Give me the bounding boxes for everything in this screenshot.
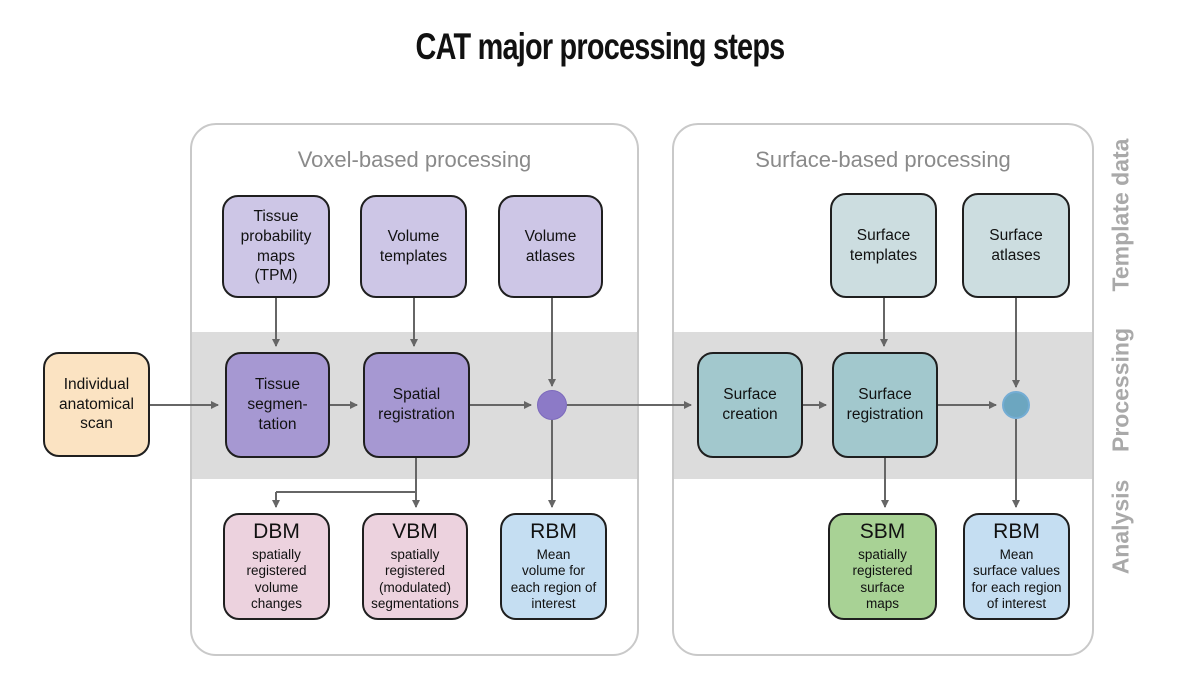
node-tissue-probability-maps: Tissue probability maps (TPM) (222, 195, 330, 298)
dbm-description: spatially registered volume changes (246, 546, 307, 612)
rbm-volume-description: Mean volume for each region of interest (510, 546, 597, 612)
node-surface-templates: Surface templates (830, 193, 937, 298)
node-dbm: DBM spatially registered volume changes (223, 513, 330, 620)
node-surface-atlases: Surface atlases (962, 193, 1070, 298)
side-label-template-data: Template data (1107, 138, 1134, 292)
dbm-title: DBM (253, 520, 300, 544)
side-label-analysis: Analysis (1107, 479, 1134, 575)
node-surface-registration: Surface registration (832, 352, 938, 458)
rbm-volume-title: RBM (530, 520, 577, 544)
surface-section-heading: Surface-based processing (755, 147, 1011, 172)
node-sbm: SBM spatially registered surface maps (828, 513, 937, 620)
side-label-processing: Processing (1107, 328, 1134, 452)
node-rbm-volume: RBM Mean volume for each region of inter… (500, 513, 607, 620)
node-tissue-segmentation: Tissue segmen- tation (225, 352, 330, 458)
sbm-description: spatially registered surface maps (852, 546, 913, 612)
node-rbm-surface: RBM Mean surface values for each region … (963, 513, 1070, 620)
junction-node-surface (1002, 391, 1030, 419)
node-spatial-registration: Spatial registration (363, 352, 470, 458)
node-individual-anatomical-scan: Individual anatomical scan (43, 352, 150, 457)
node-surface-creation: Surface creation (697, 352, 803, 458)
rbm-surface-description: Mean surface values for each region of i… (971, 546, 1062, 612)
voxel-section-heading: Voxel-based processing (297, 147, 532, 172)
node-volume-templates: Volume templates (360, 195, 467, 298)
junction-node-voxel (537, 390, 567, 420)
rbm-surface-title: RBM (993, 520, 1040, 544)
sbm-title: SBM (859, 520, 906, 544)
node-vbm: VBM spatially registered (modulated) seg… (362, 513, 468, 620)
vbm-description: spatially registered (modulated) segment… (371, 546, 459, 612)
node-volume-atlases: Volume atlases (498, 195, 603, 298)
vbm-title: VBM (392, 520, 438, 544)
page-title: CAT major processing steps (415, 26, 786, 67)
